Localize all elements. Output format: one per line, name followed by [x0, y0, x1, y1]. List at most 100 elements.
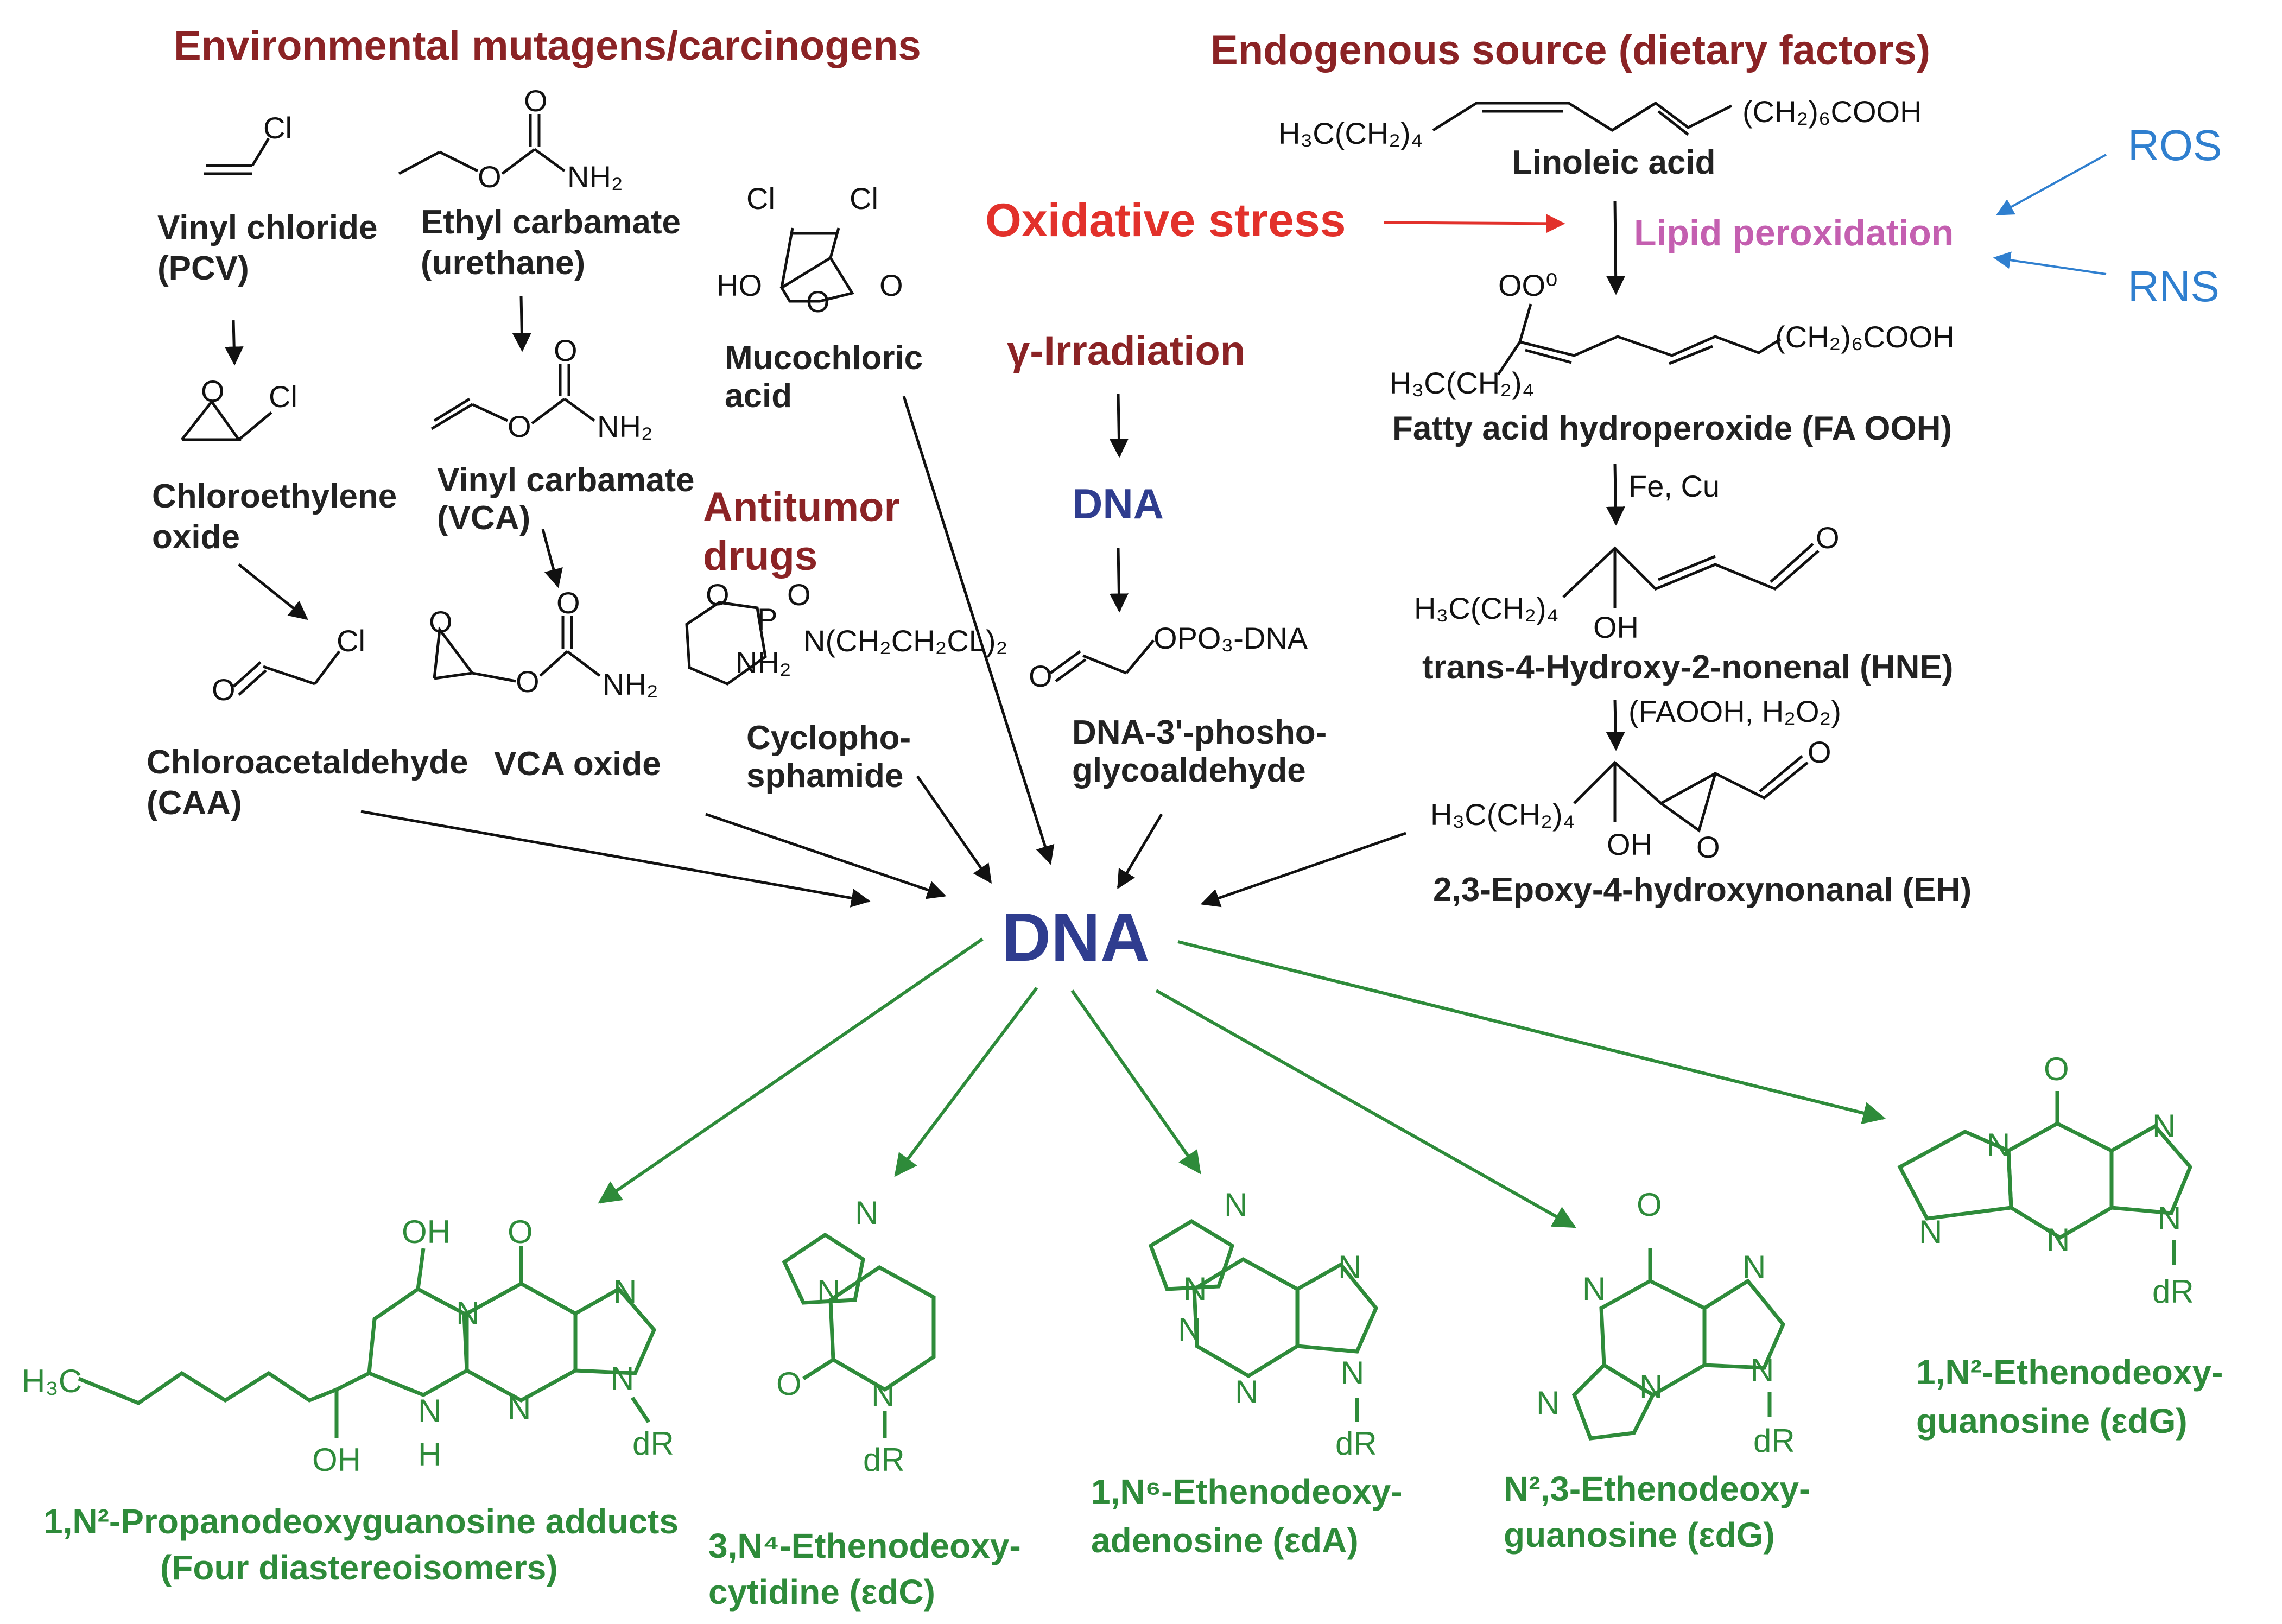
- heading-environmental: Environmental mutagens/carcinogens: [174, 23, 921, 69]
- label-mucochloric: Mucochloric: [725, 339, 923, 377]
- vinyl-carbamate-structure: O O NH₂: [430, 333, 653, 443]
- svg-text:N: N: [1341, 1355, 1364, 1391]
- label-n23-2: guanosine (εdG): [1504, 1515, 1775, 1555]
- svg-text:Cl: Cl: [263, 111, 292, 145]
- svg-text:HO: HO: [717, 268, 762, 302]
- svg-text:N: N: [1178, 1311, 1201, 1348]
- label-lipid-peroxidation: Lipid peroxidation: [1634, 212, 1954, 253]
- arrow-dna-to-n23: [1155, 989, 1576, 1228]
- arrow-dna-to-edg: [1177, 940, 1886, 1125]
- label-chloroacetaldehyde-abbr: (CAA): [147, 784, 242, 822]
- arrow-glyco-to-dna: [1117, 813, 1163, 890]
- label-vinyl-chloride-abbr: (PCV): [157, 250, 249, 287]
- svg-text:N: N: [1742, 1249, 1766, 1285]
- arrow-gamma-to-dna: [1109, 393, 1129, 458]
- arrow-faooh-to-hne: [1606, 464, 1625, 526]
- hne-structure: H₃C(CH₂)₄ O OH: [1414, 521, 1840, 644]
- arrow-vca-to-oxide: [541, 529, 563, 588]
- svg-text:OH: OH: [402, 1214, 451, 1250]
- svg-text:N: N: [2046, 1222, 2070, 1258]
- label-rns: RNS: [2128, 262, 2220, 310]
- svg-text:O: O: [554, 333, 578, 367]
- svg-text:N: N: [2158, 1200, 2181, 1236]
- svg-text:N: N: [855, 1195, 878, 1231]
- label-chloroacetaldehyde: Chloroacetaldehyde: [147, 744, 468, 781]
- svg-text:O: O: [508, 1214, 533, 1250]
- arrow-eh-to-dna: [1200, 832, 1406, 908]
- glycoaldehyde-structure: O OPO₃-DNA: [1029, 621, 1308, 693]
- svg-text:O: O: [787, 578, 811, 612]
- svg-text:(CH₂)₆COOH: (CH₂)₆COOH: [1775, 320, 1955, 354]
- propano-adduct-structure: H₃C OH OH N H N N O N N dR: [22, 1214, 674, 1478]
- arrow-dna-to-edc: [894, 987, 1038, 1177]
- arrow-linoleic-to-faooh: [1606, 200, 1626, 295]
- svg-text:O: O: [508, 409, 531, 443]
- label-vinyl-carbamate: Vinyl carbamate: [437, 461, 694, 499]
- svg-text:O: O: [806, 284, 830, 319]
- eh-structure: H₃C(CH₂)₄ O OH O: [1430, 735, 1831, 864]
- label-edc-2: cytidine (εdC): [708, 1572, 935, 1612]
- svg-text:N: N: [1536, 1385, 1560, 1421]
- svg-text:dR: dR: [1335, 1425, 1377, 1462]
- svg-text:OH: OH: [312, 1442, 361, 1478]
- svg-text:dR: dR: [2152, 1273, 2194, 1310]
- chloroethylene-oxide-structure: O Cl: [181, 374, 297, 441]
- label-mucochloric-2: acid: [725, 377, 792, 415]
- svg-text:O: O: [516, 664, 540, 699]
- svg-text:N: N: [1751, 1352, 1774, 1388]
- svg-text:N: N: [456, 1295, 479, 1331]
- label-dna-glyco-2: glycoaldehyde: [1072, 752, 1306, 789]
- label-dna-mid: DNA: [1072, 480, 1164, 528]
- arrow-caa-to-dna: [360, 810, 871, 908]
- label-fe-cu: Fe, Cu: [1628, 469, 1720, 503]
- svg-text:Cl: Cl: [337, 624, 365, 658]
- svg-text:NH₂: NH₂: [736, 645, 791, 680]
- label-ethyl-carbamate-2: (urethane): [421, 244, 585, 282]
- label-eda-2: adenosine (εdA): [1091, 1521, 1359, 1560]
- label-ros: ROS: [2128, 121, 2222, 169]
- cyclophosphamide-structure: O P O N(CH₂CH₂CL)₂ NH₂: [685, 578, 1007, 686]
- svg-text:OPO₃-DNA: OPO₃-DNA: [1153, 621, 1308, 655]
- svg-text:N: N: [611, 1360, 634, 1397]
- heading-oxidative-stress: Oxidative stress: [985, 194, 1346, 246]
- arrow-mucochloric-to-dna: [902, 396, 1055, 865]
- svg-text:NH₂: NH₂: [597, 409, 653, 443]
- svg-text:N: N: [817, 1273, 840, 1310]
- svg-text:O: O: [556, 586, 580, 620]
- svg-text:O: O: [1696, 830, 1720, 864]
- svg-text:O: O: [2044, 1051, 2069, 1087]
- svg-text:O: O: [1029, 659, 1053, 693]
- svg-text:O: O: [1637, 1187, 1662, 1223]
- svg-text:NH₂: NH₂: [603, 667, 658, 701]
- svg-text:Cl: Cl: [850, 181, 878, 215]
- svg-text:O: O: [212, 673, 236, 707]
- svg-text:(CH₂)₆COOH: (CH₂)₆COOH: [1742, 94, 1922, 129]
- label-chloroethylene-oxide-2: oxide: [152, 518, 240, 556]
- label-dna-center: DNA: [1001, 899, 1150, 975]
- heading-endogenous: Endogenous source (dietary factors): [1210, 27, 1930, 73]
- arrow-cyclo-to-dna: [916, 775, 992, 884]
- svg-text:O: O: [776, 1366, 802, 1402]
- arrow-vcaoxide-to-dna: [705, 813, 947, 899]
- label-ethyl-carbamate: Ethyl carbamate: [421, 204, 681, 241]
- svg-text:N(CH₂CH₂CL)₂: N(CH₂CH₂CL)₂: [803, 624, 1007, 658]
- svg-text:Cl: Cl: [269, 379, 297, 414]
- label-hne: trans-4-Hydroxy-2-nonenal (HNE): [1422, 649, 1953, 686]
- heading-gamma-irradiation: γ-Irradiation: [1007, 328, 1245, 374]
- label-edc: 3,N⁴-Ethenodeoxy-: [708, 1526, 1021, 1565]
- svg-text:O: O: [879, 268, 903, 302]
- svg-text:N: N: [1919, 1214, 1942, 1250]
- label-vinyl-carbamate-abbr: (VCA): [437, 499, 530, 537]
- label-eh: 2,3-Epoxy-4-hydroxynonanal (EH): [1433, 871, 1972, 909]
- label-linoleic-acid: Linoleic acid: [1512, 144, 1716, 181]
- svg-text:O: O: [1808, 735, 1831, 769]
- svg-text:O: O: [429, 605, 453, 639]
- chloroacetaldehyde-structure: O Cl: [212, 624, 365, 707]
- arrow-urethane-to-vca: [512, 295, 531, 352]
- label-propano-isomers: (Four diastereoisomers): [160, 1548, 558, 1587]
- label-n23: N²,3-Ethenodeoxy-: [1504, 1469, 1810, 1508]
- label-edg: 1,N²-Ethenodeoxy-: [1916, 1353, 2223, 1392]
- svg-text:O: O: [478, 160, 502, 194]
- arrow-ros-to-lipid: [1996, 154, 2107, 215]
- arrow-oxidative-to-lipid: [1384, 214, 1565, 233]
